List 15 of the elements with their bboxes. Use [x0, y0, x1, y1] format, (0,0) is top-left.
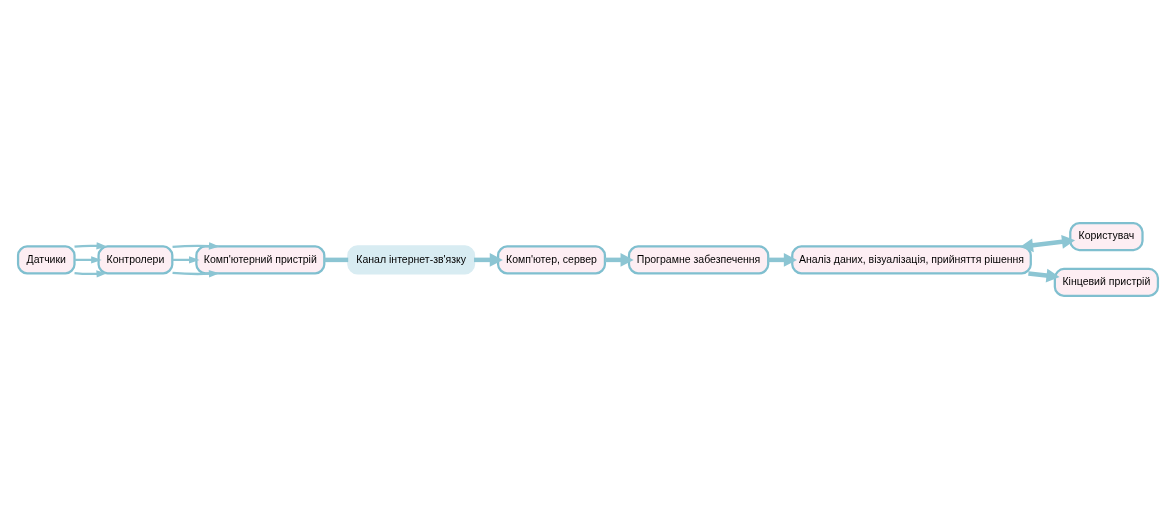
arrow — [172, 241, 220, 250]
node-box: Датчики — [16, 244, 76, 275]
node-box: Кінцевий пристрій — [1053, 267, 1160, 297]
arrow — [74, 241, 108, 250]
node-box: Користувач — [1069, 221, 1144, 251]
arrow — [1028, 268, 1060, 282]
node-box: Контролери — [97, 244, 174, 275]
node-box: Комп'ютер, сервер — [496, 244, 607, 275]
arrow — [172, 269, 220, 277]
connector — [324, 257, 349, 262]
arrow — [1019, 234, 1076, 252]
node-box: Канал інтернет-зв'язку — [347, 244, 476, 275]
node-box: Програмне забезпечення — [627, 244, 770, 275]
arrow — [74, 269, 108, 278]
node-box: Аналіз даних, візуалізація, прийняття рішення — [791, 244, 1032, 275]
